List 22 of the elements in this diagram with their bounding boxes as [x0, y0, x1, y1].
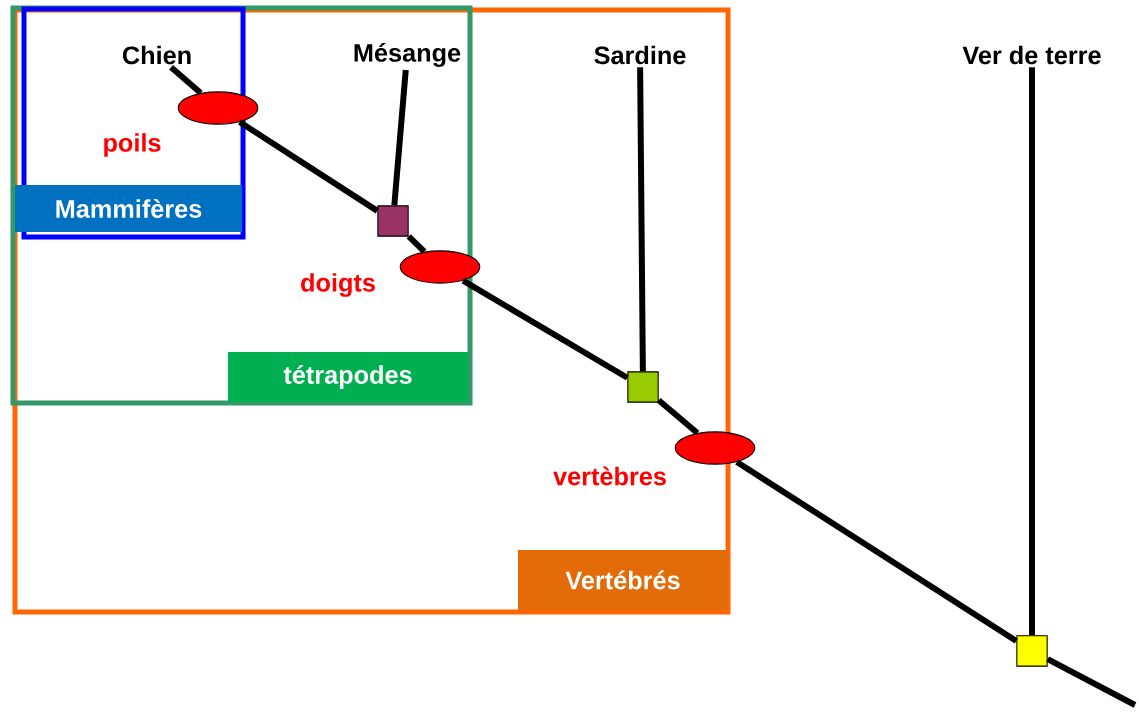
- branch-line: [169, 64, 203, 96]
- branch-line: [406, 234, 427, 254]
- character-ellipse: [399, 250, 481, 284]
- branch-line: [735, 459, 1018, 644]
- branch-line: [391, 69, 409, 206]
- branch-line: [1029, 67, 1035, 636]
- node-square: [377, 205, 409, 237]
- node-square: [1016, 635, 1048, 667]
- character-ellipse: [177, 91, 259, 125]
- character-label: poils: [104, 133, 161, 157]
- taxon-label: Ver de terre: [962, 45, 1101, 65]
- character-label: vertèbres: [553, 466, 666, 486]
- taxon-label: Chien: [122, 45, 191, 65]
- branch-line: [656, 398, 700, 436]
- branch-line: [1046, 656, 1137, 708]
- node-square: [627, 371, 659, 403]
- branch-line: [461, 278, 629, 381]
- branch-line: [637, 67, 646, 372]
- taxon-label: Mésange: [354, 43, 461, 67]
- character-ellipse: [674, 431, 756, 465]
- taxon-label: Sardine: [594, 45, 686, 65]
- character-label: doigts: [301, 273, 375, 297]
